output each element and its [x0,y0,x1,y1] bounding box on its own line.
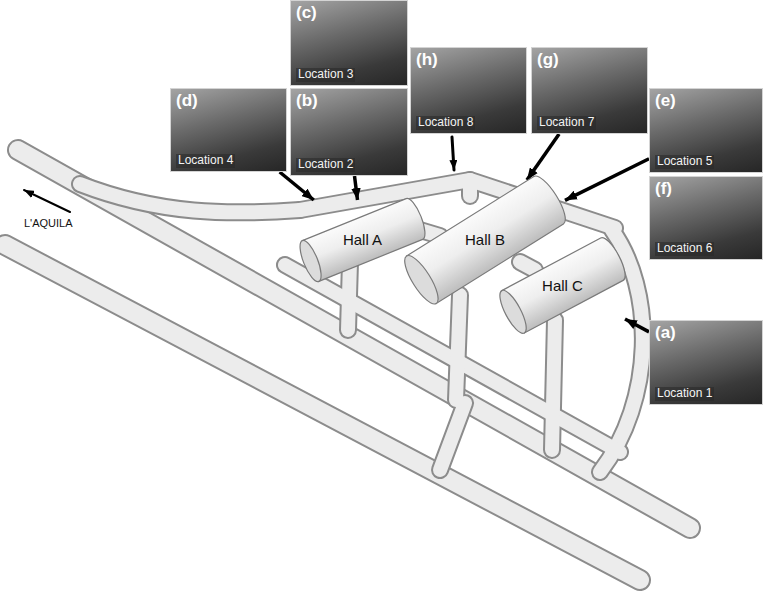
photo-panel: (d) Location 4 [170,88,287,172]
location-name: Location 8 [416,116,475,130]
photo-panel: (e) Location 5 [649,88,763,173]
pointer-arrow [625,319,649,332]
location-name: Location 2 [296,158,355,172]
photo-panel: (h) Location 8 [410,47,527,134]
photo-panel: (g) Location 7 [531,47,648,134]
panel-letter: (d) [176,91,198,111]
pointer-arrow [280,172,314,200]
pointer-arrow [527,134,559,180]
photo-panel: (b) Location 2 [290,88,408,176]
location-name: Location 4 [176,154,235,168]
panel-letter: (b) [296,91,318,111]
panel-letter: (f) [655,179,672,199]
panel-letter: (h) [416,50,438,70]
location-name: Location 6 [655,242,714,256]
panel-letter: (g) [537,50,559,70]
pointer-arrow [565,159,649,201]
location-name: Location 1 [655,387,714,401]
panel-letter: (c) [296,3,317,23]
photo-panel: (a) Location 1 [649,320,763,405]
panel-letter: (e) [655,91,676,111]
photo-panel: (f) Location 6 [649,176,763,260]
direction-label: L'AQUILA [24,217,73,230]
hall-name: Hall C [542,277,583,294]
photo-panel: (c) Location 3 [290,0,408,86]
panel-letter: (a) [655,323,676,343]
location-name: Location 7 [537,116,596,130]
location-name: Location 3 [296,68,355,82]
hall-name: Hall A [343,231,382,248]
pointer-arrow [355,176,358,200]
location-name: Location 5 [655,155,714,169]
hall-cylinder: Hall C [500,238,625,333]
hall-name: Hall B [465,231,505,248]
